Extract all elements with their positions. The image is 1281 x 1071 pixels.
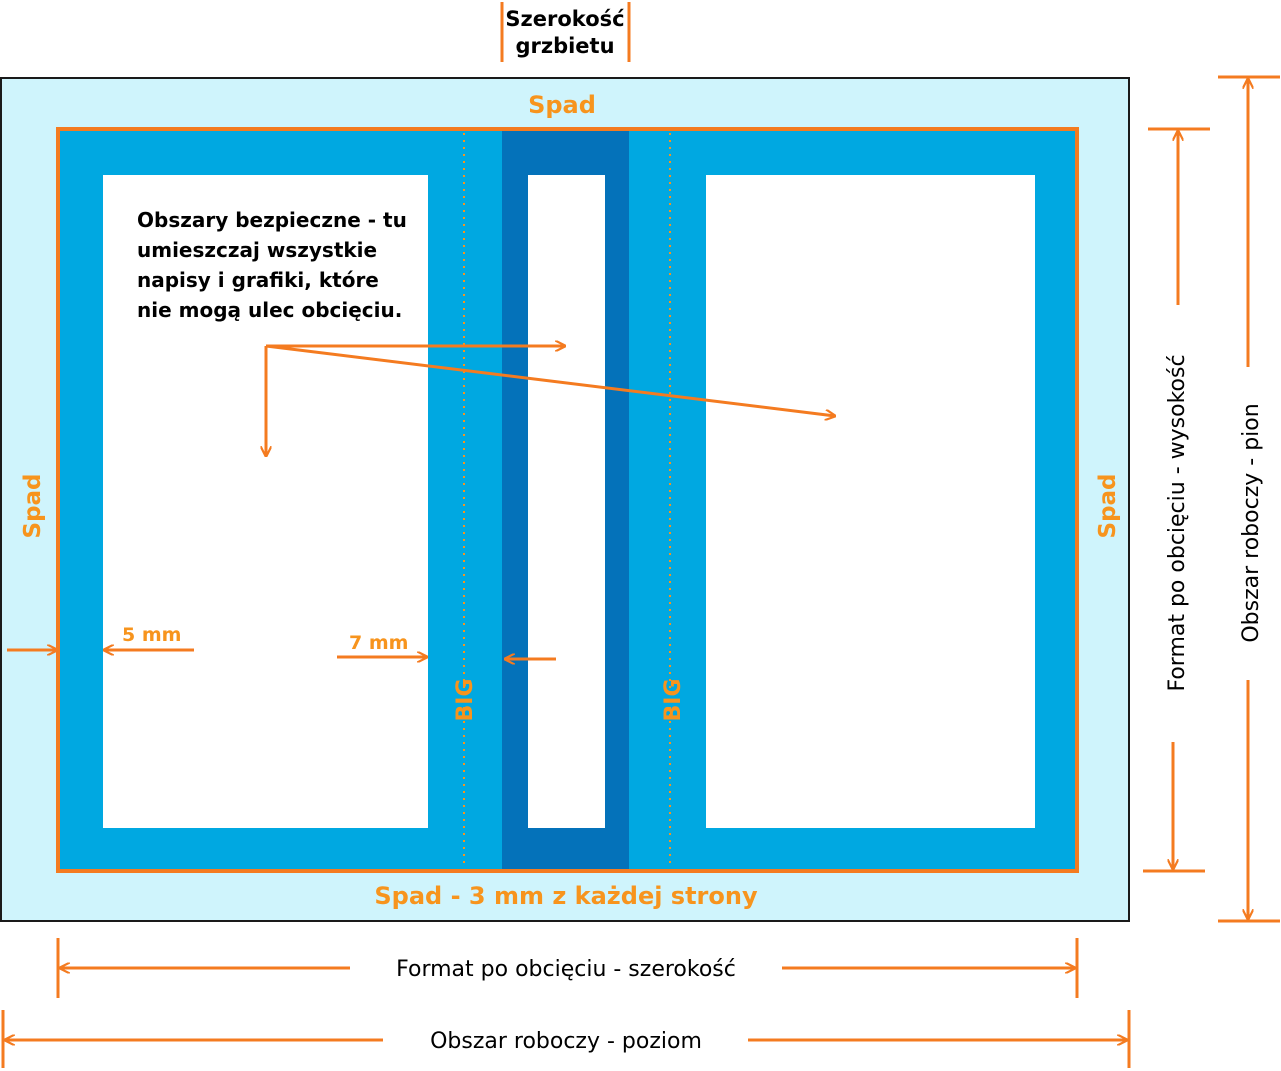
bleed-label-left: Spad — [20, 473, 46, 538]
safe-area-spine — [528, 175, 605, 828]
work-height-label: Obszar roboczy - pion — [1239, 403, 1264, 642]
fold-label-left: BIG — [453, 678, 478, 721]
bleed-label-top: Spad — [528, 91, 596, 119]
safe-area-text-line-1: Obszary bezpieczne - tu — [137, 208, 407, 232]
bleed-label-bottom: Spad - 3 mm z każdej strony — [374, 882, 758, 910]
safe-area-front — [706, 175, 1035, 828]
safe-area-text-line-2: umieszczaj wszystkie — [137, 238, 377, 262]
spine-width-label-line2: grzbietu — [515, 34, 614, 58]
trim-width-label: Format po obcięciu - szerokość — [396, 957, 736, 982]
bleed-label-right: Spad — [1095, 473, 1121, 538]
safe-area-text-line-3: napisy i grafiki, które — [137, 268, 379, 292]
safe-area-back — [103, 175, 428, 828]
work-width-label: Obszar roboczy - poziom — [430, 1029, 702, 1054]
pointer-arrow-front — [265, 344, 835, 416]
trim-height-label: Format po obcięciu - wysokość — [1165, 354, 1190, 691]
safe-area-description: Obszary bezpieczne - tu umieszczaj wszys… — [137, 208, 407, 322]
margin-5mm-label: 5 mm — [122, 624, 181, 646]
spine-width-label-line1: Szerokość — [505, 7, 624, 31]
fold-label-right: BIG — [661, 678, 686, 721]
margin-7mm-label: 7 mm — [349, 632, 408, 654]
safe-area-text-line-4: nie mogą ulec obcięciu. — [137, 298, 402, 322]
